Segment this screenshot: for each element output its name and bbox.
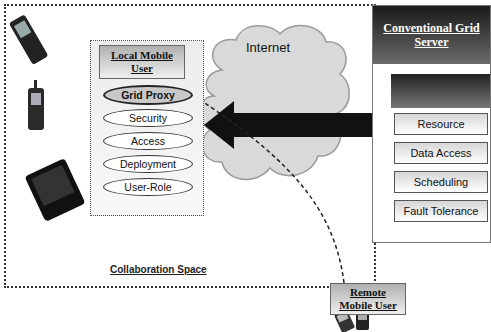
service-ellipse: Access	[103, 132, 193, 150]
node-text: Scheduling	[414, 176, 468, 188]
node-text: Fault Tolerance	[403, 205, 478, 217]
node-text: Remote Mobile User	[333, 286, 403, 311]
cloud-label: Internet	[246, 40, 290, 55]
local-user-box: Local Mobile UserGrid ProxySecurityAcces…	[90, 40, 204, 216]
pda-device	[24, 158, 85, 222]
node-text: Data Access	[410, 147, 471, 159]
node-text: Local Mobile User	[99, 45, 185, 79]
node-text: Access	[131, 135, 165, 147]
mobile-phone	[9, 14, 49, 65]
collaboration-region: Collaboration Space Local Mobile UserGrid…	[4, 4, 376, 288]
grid-server-box: Conventional Grid ServerResourceData Acc…	[372, 5, 491, 243]
node-text: Conventional Grid Server	[373, 6, 490, 64]
service-box: Resource	[394, 113, 488, 135]
mobile-phone	[28, 80, 44, 130]
server-bar	[391, 74, 490, 108]
node-text: Grid Proxy	[121, 89, 175, 101]
node-text: Security	[129, 112, 167, 124]
service-box: Scheduling	[394, 171, 488, 193]
node-text: User-Role	[124, 181, 171, 193]
node-text: Resource	[417, 118, 464, 130]
service-ellipse: Deployment	[103, 155, 193, 173]
service-box: Fault Tolerance	[394, 200, 488, 222]
block-arrow	[204, 101, 372, 149]
node-text: Collaboration Space	[110, 264, 207, 275]
node-text: Deployment	[120, 158, 176, 170]
service-box: Data Access	[394, 142, 488, 164]
remote-user-box: Remote Mobile User	[330, 283, 406, 315]
dashed-link	[193, 95, 344, 283]
service-ellipse: Grid Proxy	[103, 85, 193, 105]
service-ellipse: Security	[103, 109, 193, 127]
service-ellipse: User-Role	[103, 178, 193, 196]
